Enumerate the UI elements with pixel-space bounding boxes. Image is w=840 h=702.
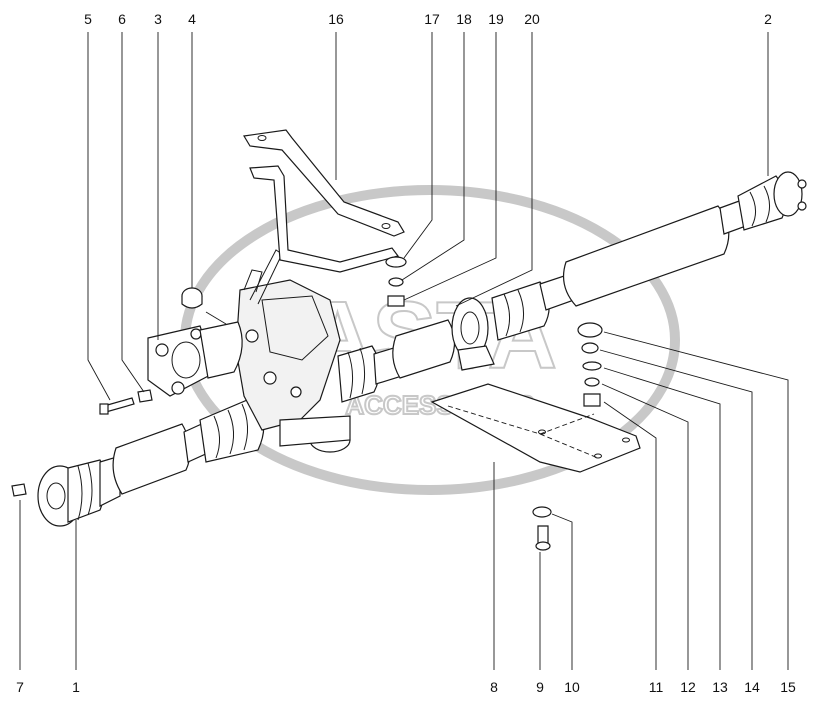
upper-bracket-hole-a <box>257 135 267 141</box>
callout-16: 16 <box>328 11 344 27</box>
lower-bracket <box>430 383 641 473</box>
callout-labels: 1 2 3 4 5 6 7 8 9 10 11 12 13 14 15 16 1… <box>16 11 796 695</box>
callout-2: 2 <box>764 11 772 27</box>
callout-15: 15 <box>780 679 796 695</box>
front-drive-shaft <box>37 397 265 527</box>
callout-18: 18 <box>456 11 472 27</box>
centre-bearing-foot <box>457 345 495 371</box>
callout-19: 19 <box>488 11 504 27</box>
transfer-mount-plate <box>279 415 351 447</box>
spring-washer-item-12 <box>584 377 600 387</box>
callout-7: 7 <box>16 679 24 695</box>
callout-12: 12 <box>680 679 696 695</box>
nut-item-19 <box>387 295 405 307</box>
bush-arrow <box>205 311 227 325</box>
lower-fasteners <box>532 506 552 551</box>
transfer-bolt-c <box>290 386 302 398</box>
fasteners-left <box>11 389 153 497</box>
callout-9: 9 <box>536 679 544 695</box>
callout-5: 5 <box>84 11 92 27</box>
leader-18 <box>401 32 465 281</box>
rear-flange-stud-b <box>797 201 807 211</box>
front-boot-ribs <box>77 462 93 521</box>
washer-item-13 <box>582 361 602 371</box>
lower-bracket-hole-a <box>538 429 546 435</box>
front-shaft-tube <box>112 423 191 495</box>
lower-bracket-hole-b <box>594 453 602 459</box>
upper-bracket <box>243 129 405 273</box>
washer-item-10 <box>532 506 552 518</box>
upper-bracket-hole-b <box>381 223 391 229</box>
leader-15 <box>603 331 789 670</box>
nut-item-7 <box>11 483 27 497</box>
leader-12 <box>601 383 689 670</box>
spacer-item-14 <box>581 342 599 354</box>
flange-joint-bolt-a <box>155 343 169 357</box>
leader-13 <box>603 367 721 670</box>
rubber-mount-item-15 <box>577 322 603 338</box>
leader-19 <box>403 32 497 301</box>
flange-coupling <box>199 321 243 379</box>
leader-lines <box>19 32 789 670</box>
callout-10: 10 <box>564 679 580 695</box>
lower-bracket-hole-c <box>622 437 630 443</box>
leader-14 <box>599 349 753 670</box>
callout-11: 11 <box>649 679 664 695</box>
front-inner-boot-ribs <box>213 403 248 459</box>
leader-5 <box>87 32 111 401</box>
nut-item-11 <box>583 393 601 407</box>
bush <box>181 287 227 325</box>
flange-joint <box>147 321 243 397</box>
rear-outer-flange <box>773 171 803 217</box>
flange-joint-body <box>147 325 217 397</box>
upper-bracket-arm-a <box>243 129 405 237</box>
centre-bearing-bore <box>460 311 480 345</box>
callout-6: 6 <box>118 11 126 27</box>
screw-shank-item-9 <box>537 525 549 545</box>
rear-flange-stud-a <box>797 179 807 189</box>
flange-joint-bolt-b <box>171 381 185 395</box>
callout-4: 4 <box>188 11 196 27</box>
nut-item-6 <box>137 389 153 403</box>
callout-1: 1 <box>72 679 80 695</box>
leader-6 <box>121 32 145 393</box>
callout-14: 14 <box>744 679 760 695</box>
mount-stack <box>577 322 603 407</box>
callout-13: 13 <box>712 679 728 695</box>
bolt-head-item-5 <box>99 403 109 415</box>
callout-8: 8 <box>490 679 498 695</box>
callout-3: 3 <box>154 11 162 27</box>
front-flange-hub <box>46 482 66 510</box>
screw-head-item-9 <box>535 541 551 551</box>
transfer-box-cover <box>261 295 329 361</box>
washer-item-17 <box>385 256 407 268</box>
leader-10 <box>551 513 573 670</box>
rear-outer-boot-ribs <box>749 185 770 227</box>
transfer-bolt-b <box>263 371 277 385</box>
rear-inner-boot-ribs <box>347 347 366 399</box>
flange-joint-centre <box>171 341 201 379</box>
leader-11 <box>603 401 657 670</box>
spring-washer-item-18 <box>388 277 404 287</box>
upper-bracket-arm-b <box>249 165 400 273</box>
transfer-box-body <box>235 279 341 431</box>
callout-20: 20 <box>524 11 540 27</box>
rear-mid-boot-ribs <box>503 289 524 337</box>
transfer-box <box>235 249 351 453</box>
lower-bracket-plate <box>430 383 641 473</box>
bush-body <box>181 296 203 309</box>
callout-17: 17 <box>424 11 440 27</box>
leader-20 <box>455 32 533 307</box>
transfer-bolt-a <box>245 329 259 343</box>
bracket-fasteners <box>385 256 407 307</box>
leader-17 <box>403 32 433 259</box>
rear-drive-shaft <box>337 171 807 403</box>
